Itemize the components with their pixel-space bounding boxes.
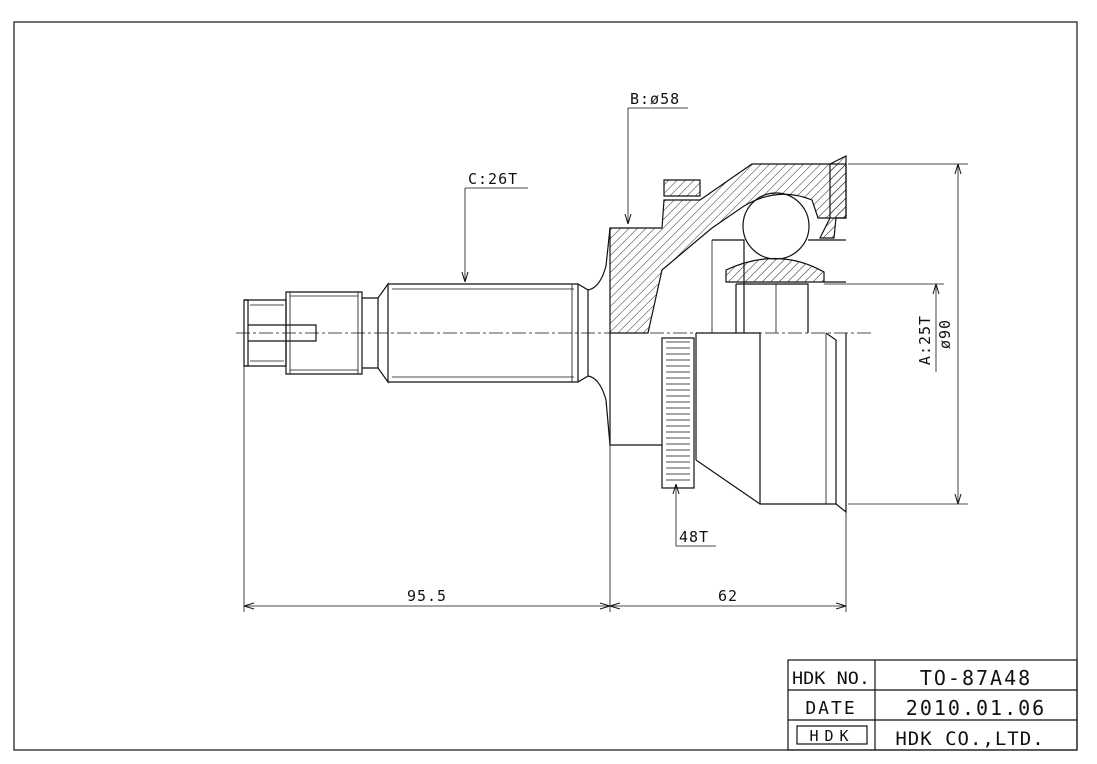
callout-outer-spline: C:26T bbox=[468, 170, 518, 188]
part-no-label: HDK NO. bbox=[792, 669, 870, 689]
dim-shaft-length: 95.5 bbox=[407, 587, 447, 605]
abs-ring-body bbox=[661, 337, 695, 489]
leader-abs-teeth bbox=[676, 484, 716, 547]
dim-outer-diameter: ø90 bbox=[936, 319, 954, 349]
callout-inner-spline: A:25T bbox=[916, 315, 934, 365]
company-name: HDK CO.,LTD. bbox=[895, 728, 1044, 750]
drawing-border bbox=[13, 21, 1078, 751]
stub-shaft bbox=[243, 227, 611, 446]
part-no-value: TO-87A48 bbox=[920, 666, 1032, 690]
date-label: DATE bbox=[805, 698, 856, 719]
hdk-logo: HDK bbox=[796, 725, 868, 745]
leader-bore-diameter bbox=[628, 107, 688, 224]
title-block bbox=[787, 659, 1078, 751]
abs-tone-ring bbox=[661, 337, 695, 489]
extension-lines bbox=[243, 163, 968, 612]
dim-bell-length: 62 bbox=[718, 587, 738, 605]
date-value: 2010.01.06 bbox=[906, 696, 1046, 720]
callout-bore-diameter: B:ø58 bbox=[630, 90, 680, 108]
cv-ball bbox=[742, 192, 810, 260]
svg-text:HDK: HDK bbox=[809, 727, 854, 745]
cv-bell-housing bbox=[609, 155, 847, 514]
callout-abs-teeth: 48T bbox=[679, 528, 709, 546]
leader-outer-spline bbox=[465, 187, 528, 282]
